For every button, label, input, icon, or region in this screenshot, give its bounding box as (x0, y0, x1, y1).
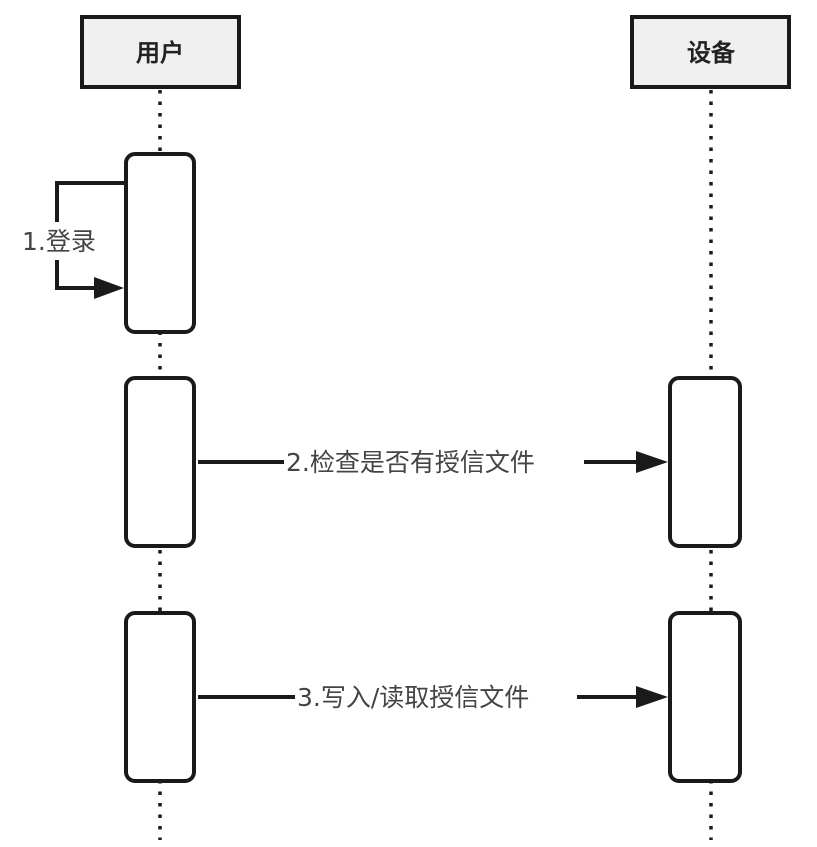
message-1-label: 1.登录 (22, 227, 96, 256)
participant-user: 用户 (80, 15, 241, 89)
activation-device-3 (668, 611, 742, 783)
message-2-label: 2.检查是否有授信文件 (286, 448, 535, 477)
arrowhead-icon (636, 686, 668, 708)
message-2-check-file: 2.检查是否有授信文件 (198, 444, 668, 482)
activation-user-2 (124, 376, 196, 548)
participant-device-label: 设备 (687, 39, 736, 67)
arrowhead-icon (94, 277, 124, 299)
activation-device-2 (668, 376, 742, 548)
activation-user-1 (124, 152, 196, 334)
arrowhead-icon (636, 451, 668, 473)
activation-user-3 (124, 611, 196, 783)
message-3-label: 3.写入/读取授信文件 (297, 683, 529, 712)
participant-user-label: 用户 (136, 39, 184, 67)
participant-device: 设备 (630, 15, 791, 89)
message-3-write-read-file: 3.写入/读取授信文件 (198, 679, 668, 717)
message-1-self-login: 1.登录 (18, 181, 126, 299)
